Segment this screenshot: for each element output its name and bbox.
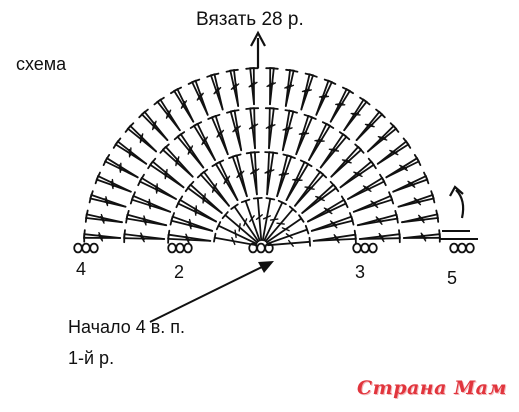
double-crochet-icon — [358, 211, 398, 225]
double-crochet-icon — [148, 162, 183, 188]
up-arrow-icon — [251, 33, 265, 68]
watermark-logo: Страна Мам — [357, 377, 507, 399]
start-label: Начало 4 в. п. — [68, 318, 185, 336]
double-crochet-icon — [127, 211, 167, 225]
double-crochet-icon — [114, 141, 147, 164]
double-crochet-icon — [321, 132, 347, 167]
double-crochet-icon — [357, 110, 383, 141]
double-crochet-icon — [126, 126, 157, 152]
double-crochet-icon — [386, 155, 419, 177]
pointer-arrow-icon — [150, 261, 274, 322]
chain-stitch-icon — [168, 244, 192, 253]
chain-stitch-icon — [353, 244, 377, 253]
double-crochet-icon — [287, 162, 312, 200]
chain-stitch-icon — [74, 244, 98, 253]
double-crochet-icon — [378, 138, 409, 163]
double-crochet-icon — [178, 196, 216, 221]
double-crochet-icon — [212, 162, 237, 200]
curved-arrow-icon — [450, 187, 463, 218]
double-crochet-icon — [283, 111, 297, 151]
double-crochet-icon — [227, 111, 241, 151]
schema-label: схема — [16, 54, 66, 75]
row5-marks — [440, 231, 478, 239]
row-number-5: 5 — [447, 268, 457, 289]
chain-stitch-icon — [450, 244, 474, 253]
double-crochet-icon — [368, 123, 396, 151]
double-crochet-icon — [344, 98, 367, 131]
row1-label: 1-й р. — [68, 348, 114, 369]
double-crochet-icon — [139, 112, 167, 140]
double-crochet-icon — [308, 196, 346, 221]
row-number-2: 2 — [174, 262, 184, 283]
row-number-4: 4 — [76, 259, 86, 280]
instruction-title: Вязать 28 р. — [196, 9, 304, 31]
double-crochet-icon — [171, 89, 193, 122]
row-number-3: 3 — [355, 262, 365, 283]
stitch-fan — [84, 68, 440, 246]
double-crochet-icon — [154, 99, 179, 130]
